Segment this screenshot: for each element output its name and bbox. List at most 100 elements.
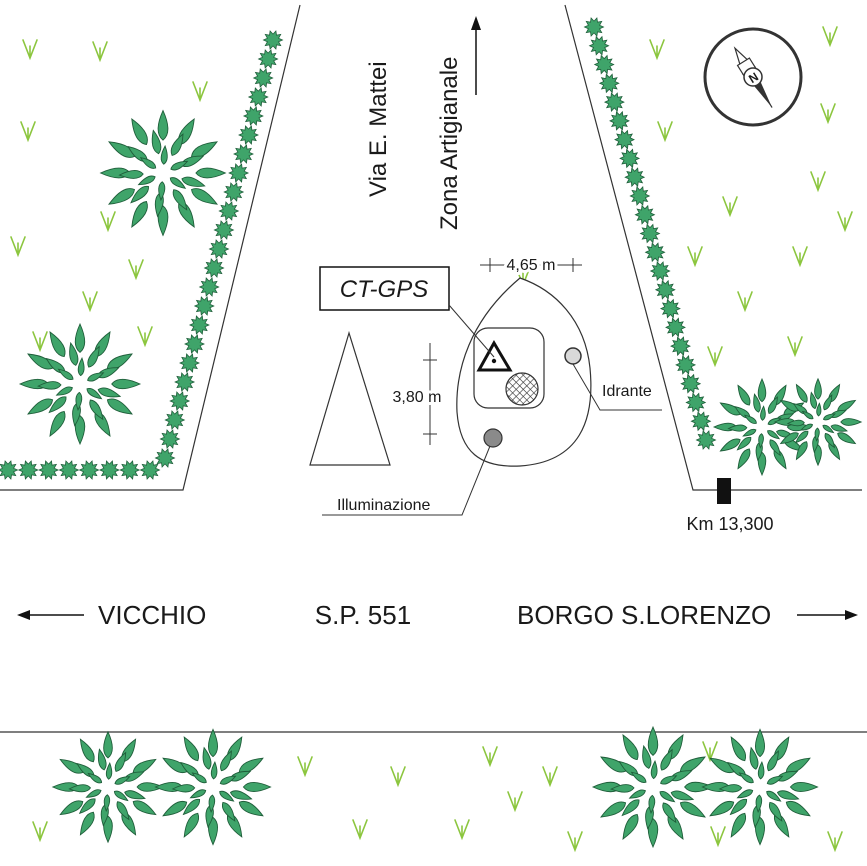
- grass-tuft: [710, 826, 726, 848]
- hedge-bush: [614, 129, 635, 150]
- hedge-bush: [203, 258, 225, 278]
- hedge-bush: [228, 163, 250, 183]
- grass-tuft: [100, 211, 116, 233]
- grass-tuft: [352, 819, 368, 841]
- hedge-bush: [598, 73, 620, 94]
- hedge-bush: [593, 54, 615, 75]
- hedge-bush: [659, 298, 681, 319]
- lighting-label: Illuminazione: [337, 497, 430, 514]
- hedge-bush: [98, 460, 120, 480]
- hedge-bush: [223, 182, 245, 202]
- hedges: [0, 17, 717, 480]
- hedge-bush: [670, 336, 691, 357]
- hedge-bush: [654, 279, 676, 300]
- road-label: S.P. 551: [315, 600, 411, 630]
- lamp-leader: [322, 445, 491, 516]
- grass-tuft: [542, 766, 558, 788]
- shrub: [712, 377, 812, 477]
- hedge-bush: [198, 277, 220, 297]
- hedge-bush: [685, 392, 707, 413]
- grass-tuft: [20, 121, 36, 143]
- west-arrow-icon: [17, 610, 84, 620]
- hedge-bush: [624, 167, 646, 188]
- shrub: [18, 322, 142, 446]
- right-road-edge: [564, 4, 862, 491]
- hedge-bush: [629, 185, 651, 206]
- shrubs: [18, 109, 863, 849]
- station-leader: [448, 304, 495, 358]
- hedge-bush: [169, 391, 191, 411]
- grass-tuft: [507, 791, 523, 813]
- grass-tuft: [297, 756, 313, 778]
- grass-tuft: [810, 171, 826, 193]
- grass-tuft: [649, 39, 665, 61]
- shrub: [701, 728, 819, 846]
- hedge-bush: [649, 261, 671, 282]
- hedge-bush: [252, 68, 274, 88]
- zone-label: Zona Artigianale: [436, 57, 463, 230]
- grass-tuft: [454, 819, 470, 841]
- grass-tuft: [128, 259, 144, 281]
- grass-tuft: [32, 821, 48, 843]
- hedge-bush: [38, 460, 60, 480]
- hedge-bush: [238, 125, 259, 145]
- shrub: [773, 377, 863, 467]
- grass-tuft: [792, 246, 808, 268]
- hedge-bush: [17, 460, 39, 480]
- hedge-bush: [675, 354, 697, 375]
- grass-tuft: [737, 291, 753, 313]
- hedge-bush: [639, 223, 661, 244]
- hedge-bush: [690, 411, 712, 432]
- grass-tuft: [482, 746, 498, 768]
- height-label: 3,80 m: [393, 389, 442, 406]
- grass-tuft: [32, 331, 48, 353]
- km-marker-post: [717, 478, 731, 504]
- east-arrow-icon: [797, 610, 858, 620]
- hedge-bush: [78, 460, 100, 480]
- hydrant-leader: [572, 363, 662, 411]
- shrub: [51, 730, 165, 844]
- width-dimension: [480, 258, 582, 272]
- km-marker-label: Km 13,300: [686, 514, 773, 534]
- antenna-base: [505, 372, 539, 406]
- grass-tuft: [822, 26, 838, 48]
- hedge-bush: [193, 296, 215, 316]
- hedge-bush: [218, 201, 240, 221]
- hedge-bush: [0, 460, 19, 480]
- grass-tuft: [22, 39, 38, 61]
- hedge-bush: [159, 429, 181, 449]
- gps-benchmark-icon: [476, 339, 513, 372]
- shrub: [591, 725, 715, 849]
- hedge-bush: [184, 334, 205, 354]
- hedge-bush: [257, 49, 279, 69]
- hedge-bush: [164, 410, 186, 430]
- shrub: [154, 728, 272, 846]
- grass-tuft: [820, 103, 836, 125]
- hedge-bush: [174, 372, 196, 392]
- station-callout-box: [319, 266, 450, 311]
- hedge-bush: [262, 30, 284, 50]
- west-town-label: VICCHIO: [98, 600, 206, 630]
- hedge-bush: [139, 460, 161, 480]
- grass-tuft: [827, 831, 843, 853]
- grass-tuft: [687, 246, 703, 268]
- north-arrow-icon: [471, 16, 481, 95]
- hedge-bush: [119, 460, 141, 480]
- grass-tuft: [192, 81, 208, 103]
- hedge-bush: [603, 92, 625, 113]
- hedge-bush: [680, 373, 702, 394]
- north-compass-icon: N: [703, 27, 803, 127]
- grass-tuft: [722, 196, 738, 218]
- hedge-bush: [154, 448, 176, 468]
- grass-tuft: [92, 41, 108, 63]
- hedge-bush: [634, 204, 656, 225]
- hedge-bush: [233, 144, 254, 164]
- hedge-bush: [665, 317, 686, 338]
- hedge-bush: [588, 35, 610, 56]
- hedge-bush: [695, 430, 717, 450]
- width-label: 4,65 m: [507, 257, 556, 274]
- left-road-edge: [0, 4, 301, 491]
- grass-tuft: [707, 346, 723, 368]
- grass-tuft: [10, 236, 26, 258]
